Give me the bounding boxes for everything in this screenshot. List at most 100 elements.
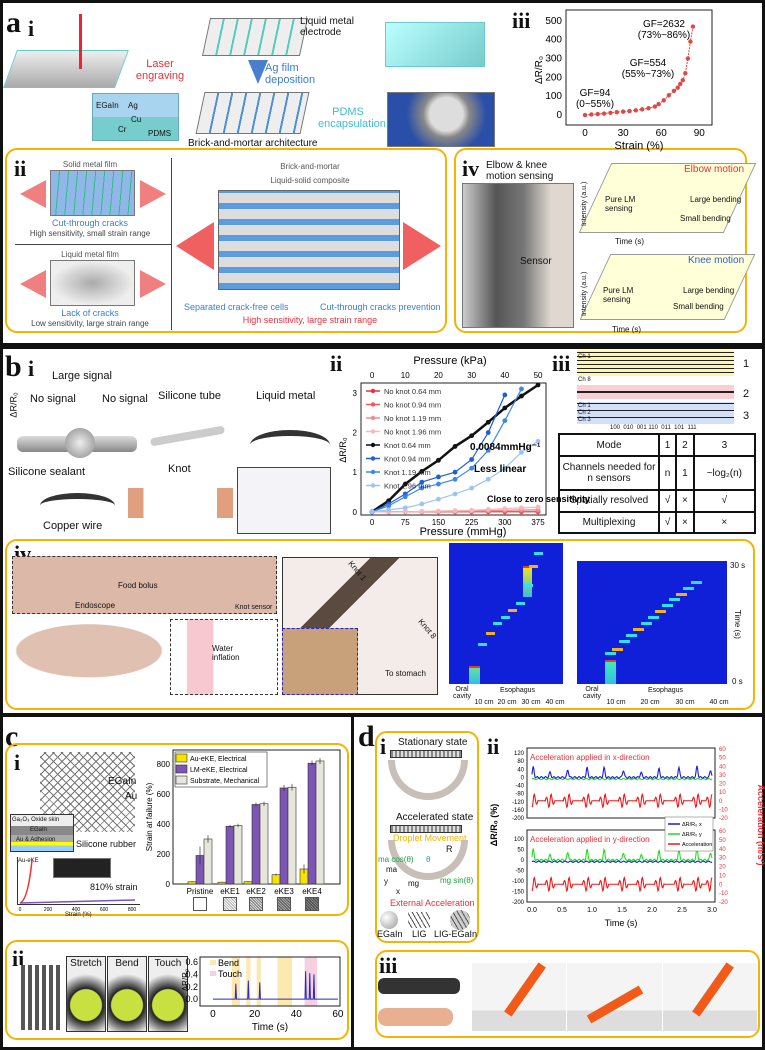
x-tick-label: 40 — [291, 1009, 303, 1020]
solid-film-description: High sensitivity, small strain range — [29, 229, 151, 238]
inset-tag: Au-eKE — [18, 858, 39, 864]
series-point — [369, 509, 375, 515]
plot-frame — [526, 829, 716, 903]
pattern-swatch-eke4 — [305, 897, 319, 911]
legend-label: Knot 1.19 mm — [384, 468, 431, 477]
cut-through-cracks-label: Cut-through cracks — [51, 218, 129, 228]
x-tick-label: 60 — [656, 128, 668, 139]
inset-layer-egain: EGaIn — [30, 827, 48, 833]
legend-swatch — [175, 775, 188, 785]
chart-annotation: Less linear — [474, 464, 526, 475]
x-tick-label: 60 — [332, 1009, 344, 1020]
y2-tick-label: -10 — [719, 807, 728, 813]
heatmap-pressure-event — [669, 598, 681, 602]
y2-tick-label: 60 — [719, 829, 726, 835]
panel-label-a: a — [6, 6, 21, 39]
legend-label: Knot 1.96 mm — [384, 482, 431, 491]
data-point — [683, 71, 688, 76]
y2-tick-label: 50 — [719, 756, 726, 762]
subpanel-label-b-ii: ii — [330, 351, 343, 376]
series-point — [402, 505, 408, 511]
radius-label: R — [446, 844, 453, 854]
y2-tick-label: 50 — [719, 838, 726, 844]
sensor-label: Sensor — [520, 256, 552, 267]
ch-label: Ch 3 — [578, 417, 591, 423]
cm-tick: 20 cm — [640, 699, 660, 706]
result-label: High sensitivity, large strain range — [242, 315, 378, 325]
legend-marker — [370, 442, 376, 448]
heatmap-2 — [577, 561, 727, 684]
water-inflation-illustration — [170, 619, 278, 695]
right-arrow-icon — [403, 222, 441, 270]
y-tick-label: 0 — [166, 880, 171, 889]
signal-line — [212, 971, 338, 1000]
y-tick-label: 80 — [517, 759, 524, 765]
table-row: Multiplexing √ × × — [558, 510, 757, 534]
liquid-metal-electrode-label: Liquid metal electrode — [300, 16, 354, 38]
inset-cross-section — [92, 93, 179, 141]
elbow-small-bending: Small bending — [680, 214, 731, 223]
heatmap-pressure-event — [626, 634, 638, 638]
series-point — [436, 508, 441, 514]
mg-label: mg — [408, 879, 420, 888]
x-axis-label: Pressure (mmHg) — [420, 526, 507, 538]
brick-mortar-title: Brick-and-mortar — [280, 162, 340, 171]
bar — [271, 874, 281, 885]
y-tick-label: -200 — [512, 816, 525, 822]
stationary-state-label: Stationary state — [398, 737, 468, 748]
stress-strain-inset-axes — [17, 857, 140, 905]
series-point — [485, 447, 491, 453]
food-bolus-label: Food bolus — [118, 581, 158, 590]
ma-cos-label: ma cos(θ) — [378, 855, 414, 864]
x2-axis-label: Pressure (kPa) — [413, 355, 486, 367]
y-tick-label: -40 — [515, 784, 524, 790]
gf-range-annotation: (55%~73%) — [622, 69, 675, 80]
heatmap-pressure-event — [533, 551, 543, 555]
inset-layer-oxide: Ga₂O₃ Oxide skin — [12, 817, 60, 823]
no-signal-left: No signal — [30, 393, 76, 405]
y2-tick-label: -20 — [719, 900, 728, 906]
y2-tick-label: -10 — [719, 891, 728, 897]
heatmap-1-esophagus: Esophagus — [500, 687, 536, 694]
x-axis-label: Strain (%) — [615, 140, 664, 152]
knot-ball-illustration — [65, 428, 95, 458]
solid-metal-film-image — [50, 170, 135, 216]
legend-label: Au-eKE, Electrical — [190, 756, 247, 763]
y-axis-label: ΔR/R₀ — [534, 56, 545, 84]
legend-label: Touch — [218, 969, 242, 979]
data-point — [608, 110, 613, 115]
data-point — [646, 106, 651, 111]
series-point — [402, 509, 408, 515]
elbow-pure-lm: Pure LM sensing — [605, 195, 636, 213]
layer-stack-inset — [10, 814, 74, 852]
legend-marker — [370, 429, 376, 434]
robotic-hand-photo — [18, 965, 60, 1030]
y-tick-label: -100 — [512, 879, 525, 885]
mode-3-label: 3 — [743, 410, 750, 422]
materials-photo — [237, 467, 331, 534]
x-tick-label: 0.0 — [527, 907, 537, 914]
mode-2-label: 2 — [743, 388, 750, 400]
y-tick-label: 400 — [157, 820, 171, 829]
knot-sensor-legend: Knot sensor — [235, 604, 273, 611]
x-tick-label: 90 — [694, 128, 706, 139]
gf-annotation: GF=2632 — [643, 19, 685, 30]
x-category-label: Pristine — [187, 887, 214, 896]
heatmap-pressure-event — [478, 642, 488, 646]
robot-arm-photo-2 — [567, 963, 662, 1031]
data-point — [627, 108, 632, 114]
stretched-sample-photo — [53, 858, 111, 878]
legend-label: Bend — [218, 958, 239, 968]
x-tick-label: 375 — [531, 518, 545, 527]
inset-810-strain: 810% strain — [90, 882, 138, 892]
liquid-metal-tube-image — [250, 430, 330, 460]
cm-tick: 40 cm — [545, 699, 565, 706]
inset-tick-label: 400 — [72, 907, 81, 913]
panel-label-b: b — [5, 350, 22, 383]
series-point — [402, 481, 408, 487]
heatmap-block — [522, 566, 532, 598]
series-line — [371, 388, 522, 513]
table-cell: √ — [657, 489, 678, 513]
